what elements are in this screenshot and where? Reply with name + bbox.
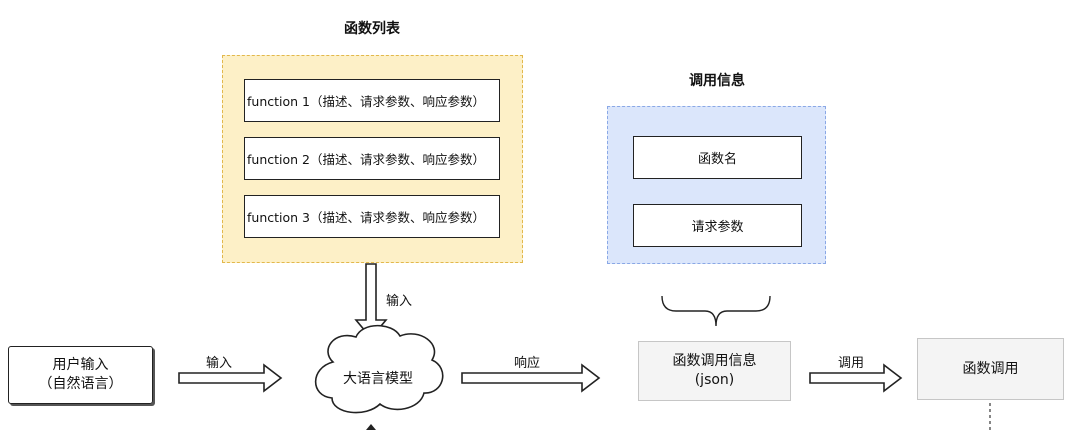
function-name-field: 函数名 <box>633 136 802 179</box>
call-info-json-line2: (json) <box>694 372 735 388</box>
call-info-title: 调用信息 <box>689 73 745 89</box>
bottom-up-arrow <box>366 424 376 430</box>
call-info-json-line1: 函数调用信息 <box>672 353 757 370</box>
function-list-title: 函数列表 <box>344 21 400 37</box>
llm-to-json-label: 响应 <box>514 356 541 371</box>
call-info-json-box: 函数调用信息 (json) <box>638 341 791 401</box>
function-call-label: 函数调用 <box>962 360 1019 377</box>
down-arrow-label: 输入 <box>386 294 413 309</box>
json-to-call-arrow <box>809 363 903 393</box>
function-call-box: 函数调用 <box>917 338 1064 400</box>
function-item-1: function 1（描述、请求参数、响应参数） <box>244 79 500 122</box>
llm-cloud <box>314 324 444 414</box>
function-item-2: function 2（描述、请求参数、响应参数） <box>244 137 500 180</box>
llm-to-json-arrow <box>461 363 601 393</box>
json-to-call-label: 调用 <box>838 356 865 371</box>
llm-label: 大语言模型 <box>343 371 413 387</box>
function-item-3: function 3（描述、请求参数、响应参数） <box>244 195 500 238</box>
user-input-box: 用户输入 （自然语言） <box>8 346 153 404</box>
request-params-field: 请求参数 <box>633 204 802 247</box>
curly-brace <box>661 295 771 327</box>
user-to-llm-arrow <box>178 363 283 393</box>
user-input-line2: （自然语言） <box>38 376 123 392</box>
user-to-llm-label: 输入 <box>206 356 233 371</box>
user-input-line1: 用户输入 <box>52 357 109 374</box>
